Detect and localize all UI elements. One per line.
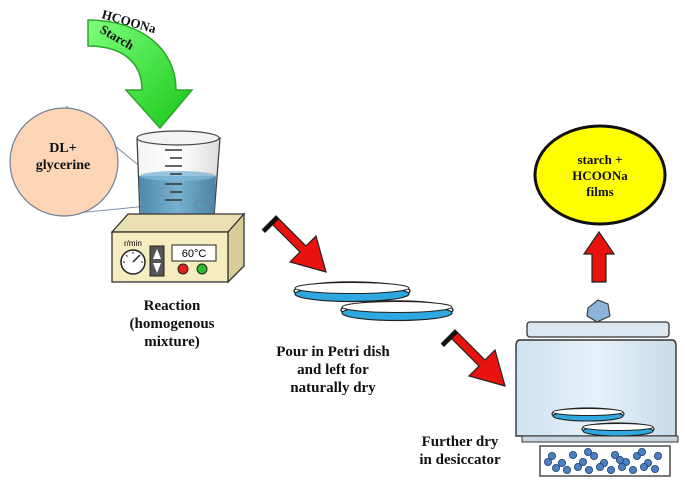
reaction-label-line3: mixture) xyxy=(144,334,200,350)
desiccator-lid xyxy=(526,321,670,338)
desiccator-label-line2: in desiccator xyxy=(419,452,501,468)
desiccant-bead xyxy=(607,465,616,474)
desiccant-bead xyxy=(596,462,605,471)
temp-adjust-arrows xyxy=(149,245,165,277)
desiccant-bead xyxy=(611,450,620,459)
desiccant-bead xyxy=(574,462,583,471)
speed-unit-label: r/min xyxy=(124,239,142,248)
desiccant-bead xyxy=(640,462,649,471)
desiccant-bead xyxy=(563,465,572,474)
zoom-label-dl: DL+ xyxy=(49,141,76,156)
reaction-label-line1: Reaction xyxy=(144,298,201,314)
petri-dish-2 xyxy=(340,300,454,322)
reaction-label-line2: (homogenous xyxy=(129,316,214,332)
product-label-line3: films xyxy=(586,184,613,199)
desiccant-bead xyxy=(584,447,593,456)
desiccant-bead xyxy=(552,463,561,472)
red-indicator xyxy=(177,263,189,275)
temperature-value: 60°C xyxy=(182,248,207,260)
desiccator-petri-dish-1 xyxy=(551,407,625,422)
hotplate-stirrer xyxy=(110,212,246,284)
petri-dish-1 xyxy=(293,281,411,303)
product-label-line2: HCOONa xyxy=(572,168,628,183)
desiccant-bead xyxy=(590,451,599,460)
pour-label-line2: and left for xyxy=(297,362,369,378)
reagent-arrow xyxy=(87,19,194,130)
desiccant-bead xyxy=(618,462,627,471)
desiccant-bead xyxy=(544,457,553,466)
red-arrow-1 xyxy=(261,215,327,273)
desiccant-bead xyxy=(548,451,557,460)
desiccant-bead xyxy=(616,455,625,464)
lid-knob xyxy=(586,299,611,323)
green-indicator xyxy=(196,263,208,275)
desiccant-bead xyxy=(629,465,638,474)
desiccant-beads xyxy=(544,447,663,474)
pour-label-line3: naturally dry xyxy=(290,380,376,396)
product-ellipse xyxy=(533,124,667,226)
pour-label-line1: Pour in Petri dish xyxy=(276,344,390,360)
red-arrow-2 xyxy=(440,329,506,387)
temperature-display xyxy=(171,244,217,262)
product-label-line1: starch + xyxy=(577,152,622,167)
desiccator-petri-dish-2 xyxy=(581,422,655,437)
desiccator xyxy=(515,299,679,477)
desiccant-bead xyxy=(638,447,647,456)
red-arrow-up xyxy=(582,230,616,283)
zoom-label-glycerine: glycerine xyxy=(36,158,90,173)
desiccant-bead xyxy=(585,465,594,474)
zoom-circle xyxy=(9,107,119,217)
desiccant-bead xyxy=(569,450,578,459)
desiccant-bead xyxy=(558,458,567,467)
desiccant-bead xyxy=(579,457,588,466)
desiccator-label-line1: Further dry xyxy=(422,434,499,450)
desiccant-bead xyxy=(651,464,660,473)
desiccant-bead xyxy=(654,451,663,460)
